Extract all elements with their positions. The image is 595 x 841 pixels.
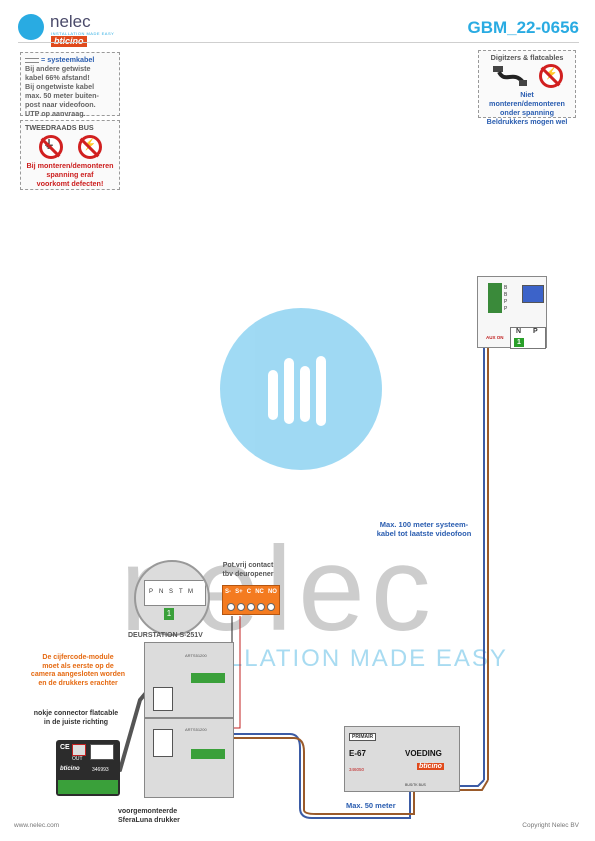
- brand-tagline: INSTALLATION MADE EASY: [51, 31, 115, 36]
- notch-note: nokje connector flatcable in de juiste r…: [33, 710, 119, 726]
- relay-terminal-label: NC: [255, 589, 264, 595]
- relay-terminal-label: NO: [267, 589, 277, 595]
- cable-note-line: UTP op aanvraag.: [25, 109, 86, 118]
- bus-warning-line: spanning eraf: [46, 170, 94, 179]
- cable-note-line: post naar videofoon.: [25, 100, 96, 109]
- dip-switch-zoom: P N S T M 1: [134, 560, 210, 636]
- monitor-terminal-label: B: [504, 285, 508, 291]
- relay-screw-icon: [247, 603, 255, 611]
- door-cable-brown: [185, 737, 415, 815]
- doorstation-label: DEURSTATION S-251V: [128, 632, 203, 639]
- panel-terminal-strip: [191, 749, 225, 759]
- cable-note-line: Bij ongetwiste kabel: [25, 82, 95, 91]
- max-100-label: Max. 100 meter systeem- kabel tot laatst…: [376, 520, 472, 538]
- ce-mark: CE: [60, 744, 70, 751]
- nelec-logo-icon: [18, 14, 44, 40]
- power-label-p: P: [533, 328, 538, 335]
- panel-code: ARTS51200: [185, 653, 207, 658]
- cable-note-line: kabel 66% afstand!: [25, 73, 90, 82]
- psu-model: E-67: [349, 749, 366, 758]
- module-partner: bticino: [60, 766, 80, 772]
- nelec-logo: nelec INSTALLATION MADE EASY bticino: [18, 12, 138, 47]
- power-switch: 1: [514, 338, 524, 347]
- dip-switch-value: 1: [164, 608, 174, 620]
- no-voltage-icon: ⚡: [77, 135, 102, 159]
- power-block: N P 1: [510, 327, 546, 349]
- monitor-terminal-label: P: [504, 299, 508, 305]
- bus-warning-line: Bij monteren/demonteren: [26, 161, 114, 170]
- psu-code: 346050: [349, 767, 365, 772]
- no-plug-icon: ⏚: [38, 135, 63, 159]
- cable-icon: [25, 57, 39, 63]
- power-label-n: N: [516, 328, 522, 335]
- brand-name: nelec: [50, 12, 91, 31]
- cable-note-line: Bij andere getwiste: [25, 64, 91, 73]
- relay-screw-icon: [267, 603, 275, 611]
- cable-note-line: max. 50 meter buiten-: [25, 91, 99, 100]
- module-out-label: OUT: [72, 756, 83, 762]
- panel-connector: [153, 687, 173, 711]
- door-cable-blue: [185, 733, 411, 819]
- flat-warning-line: onder spanning: [500, 108, 554, 117]
- monitor-terminal-label: B: [504, 292, 508, 298]
- document-id: GBM_22-0656: [467, 18, 579, 37]
- flatcable-note-title: Digitzers & flatcables: [490, 53, 564, 62]
- relay-terminal-label: C: [246, 589, 252, 595]
- dip-label: N: [159, 589, 164, 595]
- dip-label: S: [169, 589, 174, 595]
- panel-terminal-strip: [191, 673, 225, 683]
- max-50-label: Max. 50 meter: [346, 801, 396, 810]
- relay-label: Pot.vrij contact tbv deuropener: [222, 562, 274, 578]
- bus-warning-line: voorkomt defecten!: [36, 179, 104, 188]
- relay-terminal-label: S-: [225, 589, 232, 595]
- monitor-terminal-block: [488, 283, 502, 313]
- psu-brand: PRIMAIR: [349, 733, 377, 741]
- relay-screw-icon: [257, 603, 265, 611]
- module-code: 346993: [92, 767, 109, 773]
- cable-note-title: systeemkabel: [47, 55, 95, 64]
- power-supply: PRIMAIR E-67 VOEDING bticino 346050 BUS/…: [344, 726, 460, 792]
- relay-screw-icon: [227, 603, 235, 611]
- door-panel-upper: ARTS51200: [144, 642, 234, 718]
- flatcable-icon: [493, 66, 527, 86]
- module-terminal-strip: [58, 780, 118, 794]
- footer-copyright: Copyright Nelec BV: [522, 822, 579, 829]
- psu-label: VOEDING: [405, 749, 442, 758]
- aux-label: AUX ON: [486, 335, 504, 340]
- notch-connector: [72, 744, 86, 756]
- cable-note: = systeemkabel Bij andere getwiste kabel…: [20, 52, 120, 118]
- flatcable-note: Digitzers & flatcables ⚡ Niet monteren/d…: [478, 50, 576, 126]
- relay-terminal-label: S+: [235, 589, 243, 595]
- premounted-note: voorgemonteerde SferaLuna drukker: [118, 808, 180, 824]
- no-voltage-icon: ⚡: [539, 64, 563, 88]
- panel-connector: [153, 729, 173, 757]
- panel-code: ARTS51200: [185, 727, 207, 732]
- footer-site: www.nelec.com: [14, 822, 60, 829]
- dip-label: M: [188, 589, 193, 595]
- dip-label: P: [149, 589, 154, 595]
- door-panel-lower: ARTS51200: [144, 718, 234, 798]
- relay-screw-icon: [237, 603, 245, 611]
- code-module: CE OUT bticino 346993: [56, 740, 120, 796]
- module-connector: [90, 744, 114, 760]
- flat-warning-line: Niet monteren/demonteren: [489, 90, 565, 108]
- psu-partner: bticino: [417, 763, 444, 770]
- dip-label: T: [179, 589, 183, 595]
- partner-logo: bticino: [51, 36, 87, 47]
- bus-note: TWEEDRAADS BUS ⏚ ⚡ Bij monteren/demonter…: [20, 120, 120, 190]
- relay-terminal-block: S- S+ C NC NO: [222, 585, 280, 615]
- bus-note-title: TWEEDRAADS BUS: [25, 123, 94, 132]
- watermark-logo-icon: [220, 308, 382, 470]
- header-divider: [18, 42, 579, 43]
- psu-terminal-text: BUS/TK BUS: [405, 783, 426, 787]
- monitor-terminal-label: P: [504, 306, 508, 312]
- videophone-unit: B B P P AUX ON N P 1: [477, 276, 547, 349]
- monitor-screen-icon: [522, 285, 544, 303]
- flat-extra-line: Beldrukkers mogen wel: [486, 117, 568, 126]
- code-module-note: De cijfercode-module moet als eerste op …: [30, 654, 126, 687]
